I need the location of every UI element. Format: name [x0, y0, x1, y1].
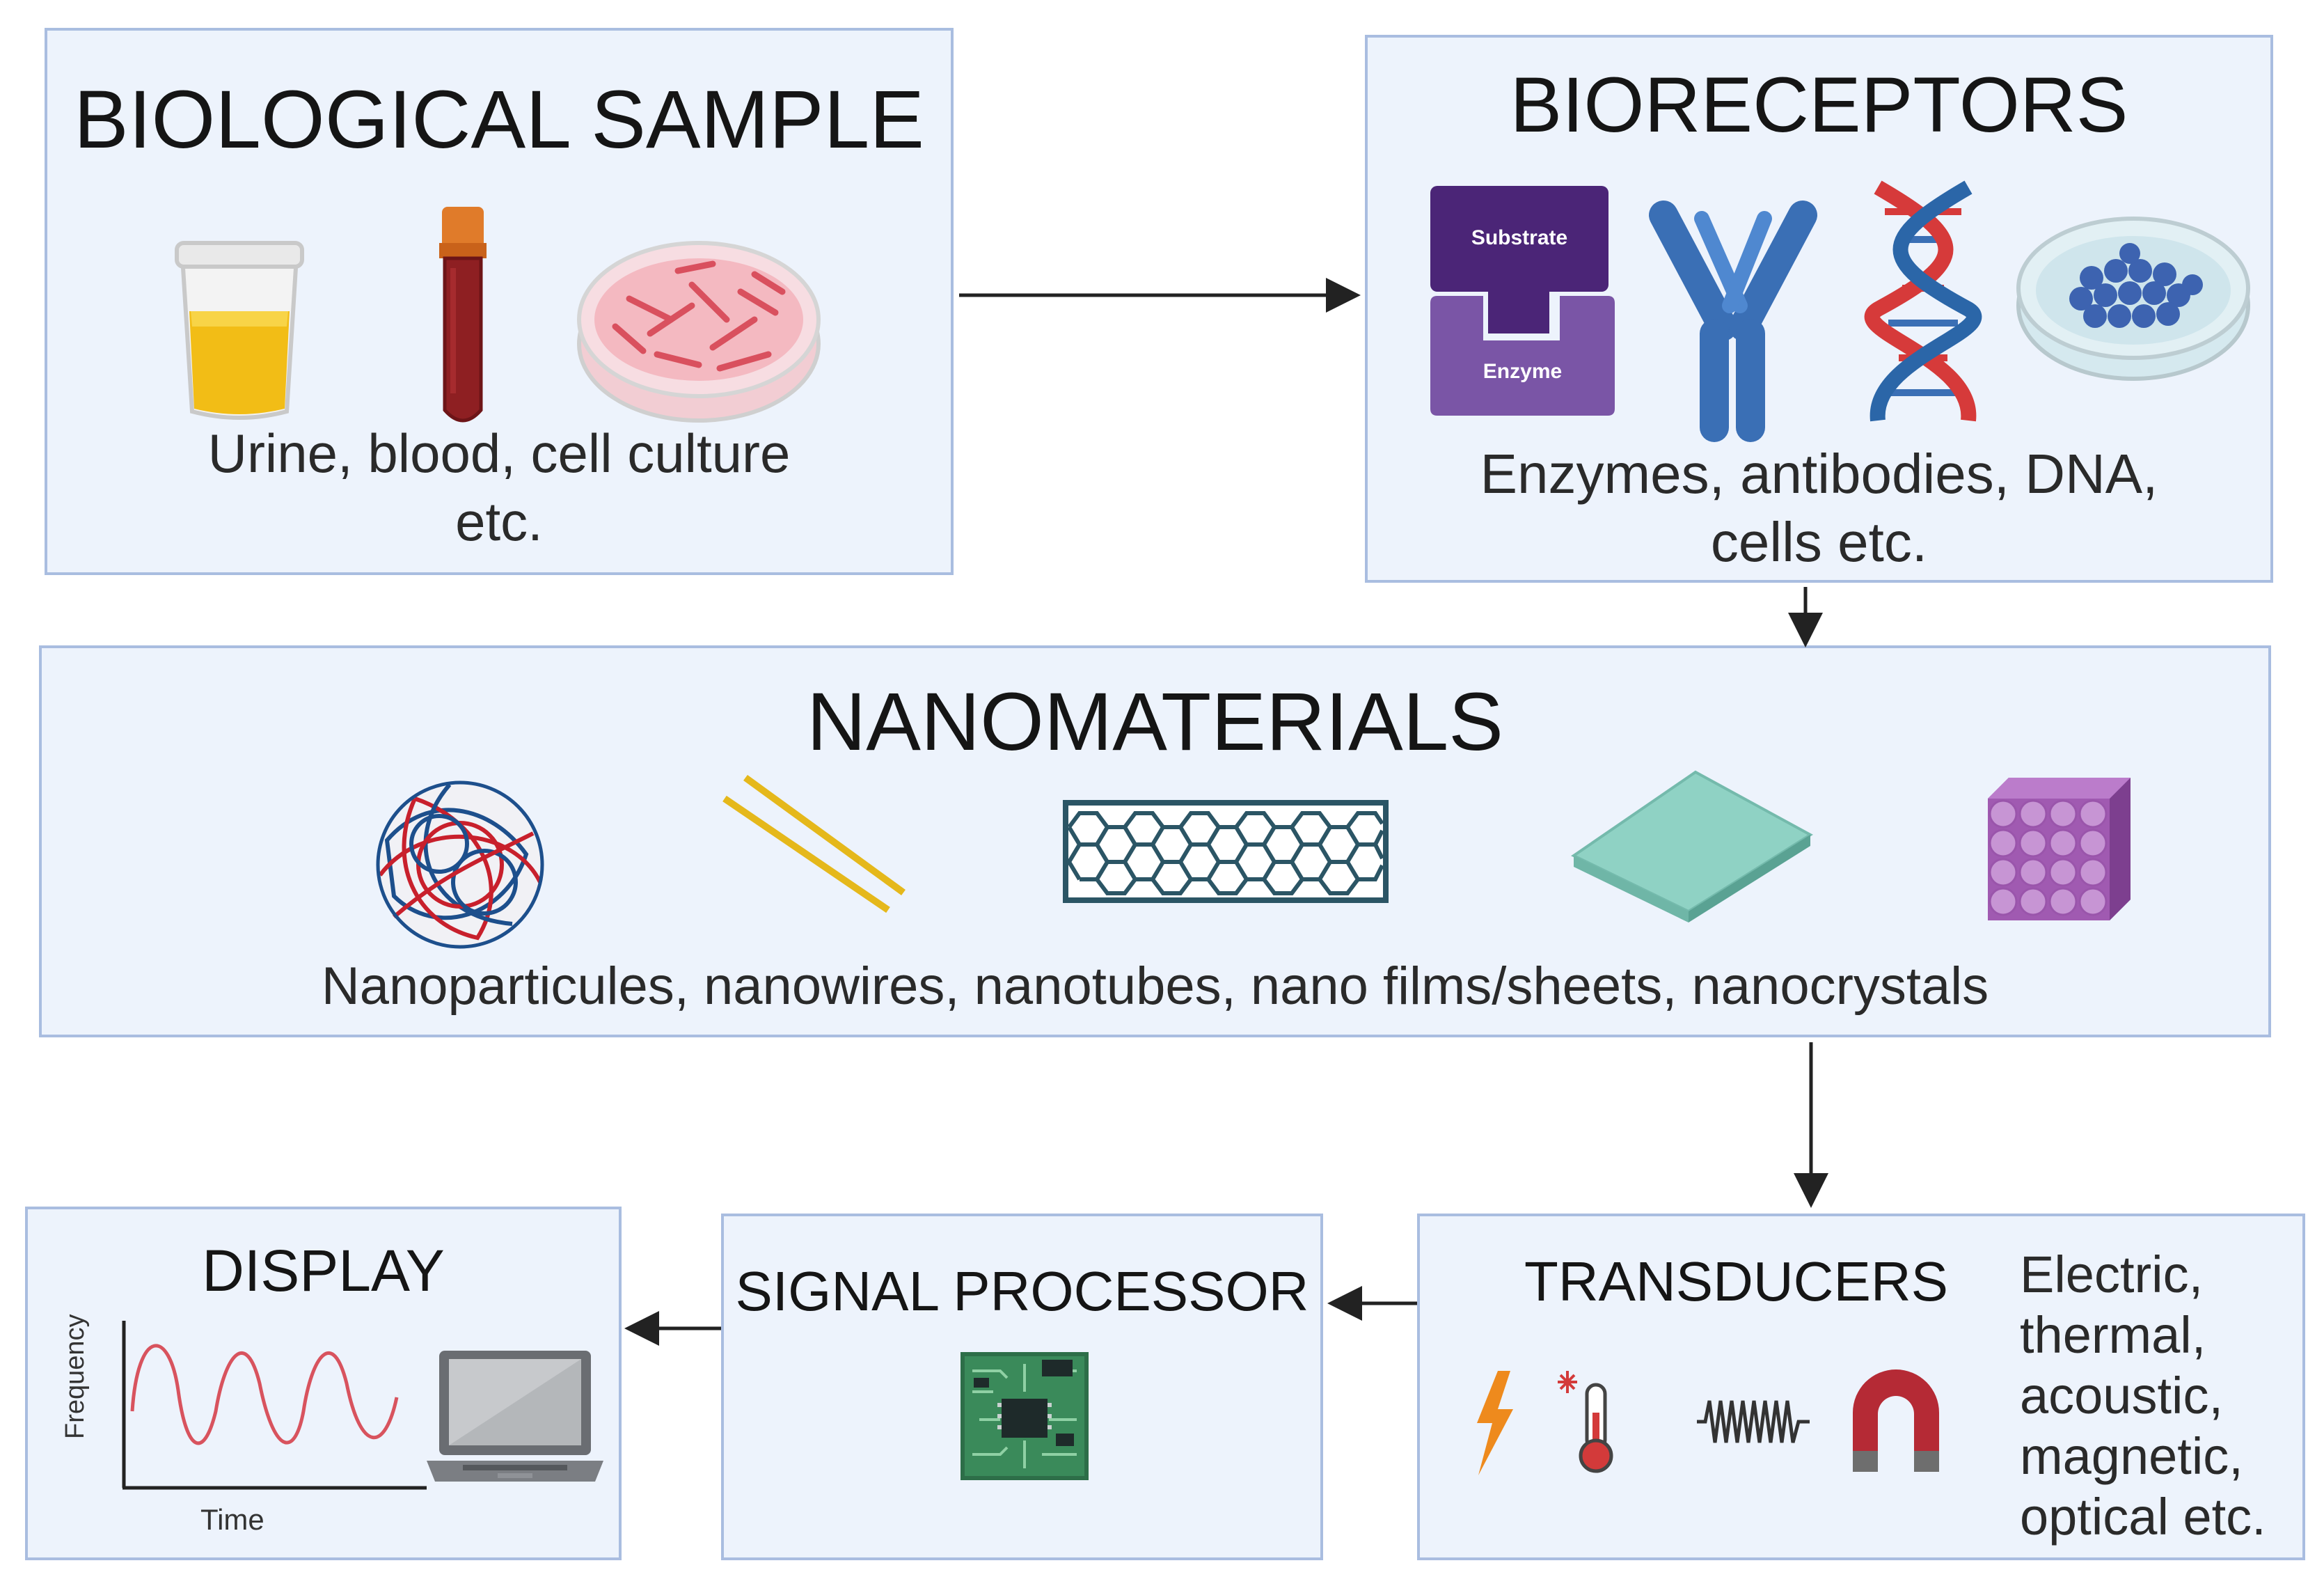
biological-sample-caption-line1: Urine, blood, cell culture [207, 423, 791, 484]
blood-tube-icon [439, 207, 487, 423]
display-box: DISPLAY Frequency Time [25, 1207, 622, 1560]
dna-icon [1864, 180, 1982, 422]
transducer-type-magnetic: magnetic, [2020, 1427, 2243, 1485]
transducer-type-acoustic: acoustic, [2020, 1367, 2224, 1424]
biological-sample-title: BIOLOGICAL SAMPLE [74, 74, 924, 166]
x-axis-label: Time [200, 1503, 264, 1536]
nanoparticle-icon [376, 780, 544, 949]
nanomaterials-box: NANOMATERIALS [39, 645, 2271, 1037]
bioreceptors-caption-line1: Enzymes, antibodies, DNA, [1480, 443, 2158, 505]
bioreceptors-caption: Enzymes, antibodies, DNA, cells etc. [1368, 440, 2270, 576]
bioreceptors-caption-line2: cells etc. [1710, 511, 1928, 573]
circuit-board-icon [961, 1352, 1089, 1480]
biological-sample-caption: Urine, blood, cell culture etc. [47, 419, 951, 556]
petri-dish-cells-icon [577, 241, 821, 423]
signal-plot-icon [122, 1321, 427, 1490]
nanocrystal-icon [1988, 778, 2131, 920]
bioreceptors-title: BIORECEPTORS [1510, 61, 2128, 148]
nanosheet-icon [1571, 770, 1813, 922]
signal-processor-title: SIGNAL PROCESSOR [735, 1260, 1309, 1322]
display-title: DISPLAY [202, 1238, 445, 1303]
magnet-icon [1853, 1369, 1939, 1472]
enzyme-label: Enzyme [1483, 360, 1563, 383]
nanomaterials-title: NANOMATERIALS [807, 676, 1503, 768]
substrate-label: Substrate [1471, 226, 1568, 249]
transducer-type-thermal: thermal, [2020, 1306, 2206, 1364]
nanotube-icon [1063, 800, 1389, 903]
substrate-block: Substrate [1430, 186, 1608, 292]
transducers-title: TRANSDUCERS [1524, 1250, 1948, 1312]
nanomaterials-caption: Nanoparticules, nanowires, nanotubes, na… [321, 957, 1989, 1016]
cell-dish-icon [2016, 217, 2250, 381]
y-axis-label: Frequency [61, 1314, 90, 1439]
transducer-types: Electric, thermal, acoustic, magnetic, o… [2020, 1244, 2266, 1547]
biological-sample-caption-line2: etc. [455, 491, 543, 552]
enzyme-substrate-icon: Substrate Enzyme [1430, 186, 1615, 416]
sound-wave-icon [1697, 1400, 1810, 1443]
urine-cup-icon [175, 241, 304, 420]
lightning-icon [1477, 1371, 1513, 1475]
bioreceptors-box: BIORECEPTORS Substrate Enzyme [1365, 35, 2273, 583]
transducers-box: TRANSDUCERS Electric, thermal, acoustic,… [1417, 1214, 2305, 1560]
thermometer-icon [1558, 1371, 1613, 1473]
antibody-icon [1649, 201, 1817, 442]
substrate-notch [1488, 290, 1549, 333]
laptop-icon [427, 1351, 603, 1482]
biological-sample-box: BIOLOGICAL SAMPLE Urine, blood, cell cul… [45, 28, 954, 575]
nanowire-icon [722, 774, 906, 913]
signal-processor-box: SIGNAL PROCESSOR [721, 1214, 1323, 1560]
enzyme-block-shape [1430, 296, 1615, 416]
transducer-type-electric: Electric, [2020, 1246, 2204, 1303]
transducer-type-optical: optical etc. [2020, 1488, 2266, 1546]
